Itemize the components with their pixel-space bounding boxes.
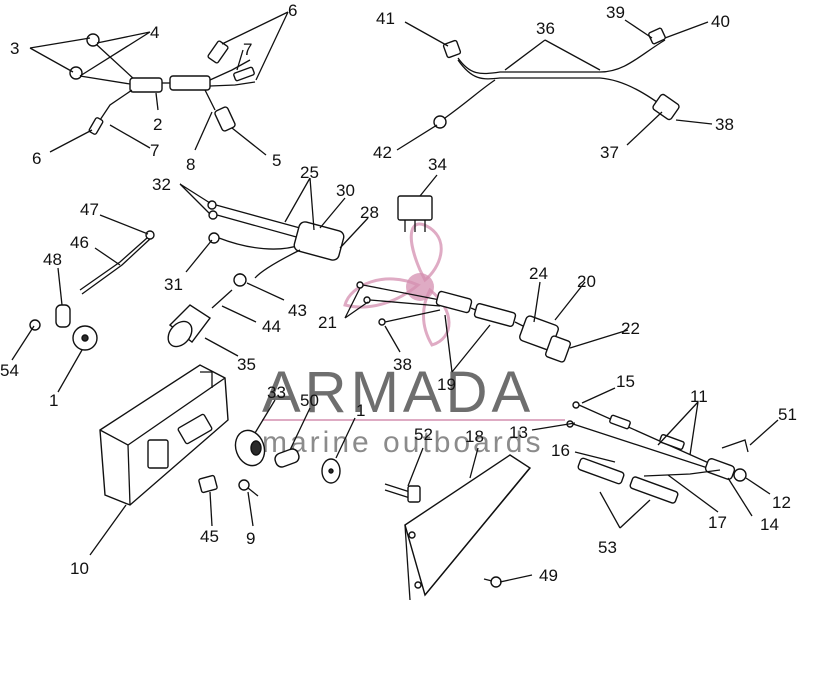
- leader-lines: [11, 11, 779, 583]
- callout-2: 2: [153, 115, 162, 134]
- callout-32: 32: [152, 175, 171, 194]
- callout-43: 43: [288, 301, 307, 320]
- callout-21: 21: [318, 313, 337, 332]
- callout-3: 3: [10, 39, 19, 58]
- callout-38: 38: [393, 355, 412, 374]
- callout-34: 34: [428, 155, 447, 174]
- callout-48: 48: [43, 250, 62, 269]
- screw-9: [238, 479, 259, 497]
- callout-35: 35: [237, 355, 256, 374]
- nut-54: [29, 319, 41, 331]
- callout-5: 5: [272, 151, 281, 170]
- callout-15: 15: [616, 372, 635, 391]
- callout-47: 47: [80, 200, 99, 219]
- sensor-leads: [566, 401, 749, 504]
- sensor-harness: [356, 281, 572, 363]
- callout-6: 6: [288, 1, 297, 20]
- watermark-tagline: marine outboards: [262, 426, 543, 459]
- callout-14: 14: [760, 515, 779, 534]
- callout-37: 37: [600, 143, 619, 162]
- callout-39: 39: [606, 3, 625, 22]
- callout-7: 7: [150, 141, 159, 160]
- callout-50: 50: [300, 391, 319, 410]
- callout-30: 30: [336, 181, 355, 200]
- callout-20: 20: [577, 272, 596, 291]
- callout-45: 45: [200, 527, 219, 546]
- battery-cable-harness: [69, 33, 256, 135]
- main-wiring-harness: [207, 200, 345, 285]
- bolt-52: [384, 483, 421, 503]
- callout-54: 54: [0, 361, 19, 380]
- callout-28: 28: [360, 203, 379, 222]
- module-cover: [404, 454, 532, 601]
- callout-11: 11: [690, 387, 708, 406]
- clip-45: [198, 474, 218, 494]
- rotor-assembly: [234, 429, 341, 484]
- ignition-module-housing: [99, 364, 229, 506]
- callout-9: 9: [246, 529, 255, 548]
- callout-10: 10: [70, 559, 89, 578]
- callout-42: 42: [373, 143, 392, 162]
- callout-16: 16: [551, 441, 570, 460]
- callout-1: 1: [356, 401, 365, 420]
- callout-4: 4: [150, 23, 159, 42]
- callout-19: 19: [437, 375, 456, 394]
- callout-22: 22: [621, 319, 640, 338]
- callout-52: 52: [414, 425, 433, 444]
- callout-12: 12: [772, 493, 791, 512]
- callout-51: 51: [778, 405, 797, 424]
- callout-25: 25: [300, 163, 319, 182]
- callout-31: 31: [164, 275, 183, 294]
- callout-36: 36: [536, 19, 555, 38]
- callout-44: 44: [262, 317, 281, 336]
- callout-38: 38: [715, 115, 734, 134]
- callout-53: 53: [598, 538, 617, 557]
- screw-49: [483, 576, 502, 588]
- lead-wire-harness: [433, 27, 680, 129]
- callout-7: 7: [243, 40, 252, 59]
- callout-46: 46: [70, 233, 89, 252]
- callout-49: 49: [539, 566, 558, 585]
- callout-40: 40: [711, 12, 730, 31]
- callout-18: 18: [465, 427, 484, 446]
- callout-1: 1: [49, 391, 58, 410]
- callout-6: 6: [32, 149, 41, 168]
- callout-41: 41: [376, 9, 395, 28]
- callout-33: 33: [267, 383, 286, 402]
- relay-block: [397, 195, 433, 232]
- boot-and-terminal: [167, 273, 247, 348]
- callout-17: 17: [708, 513, 727, 532]
- callout-13: 13: [509, 423, 528, 442]
- ground-strap: [55, 230, 155, 328]
- callout-24: 24: [529, 264, 548, 283]
- callout-8: 8: [186, 155, 195, 174]
- callout-labels: 3 4 6 7 2 6 7 8 5 41 36 39 40 42 37 38 3…: [0, 1, 797, 585]
